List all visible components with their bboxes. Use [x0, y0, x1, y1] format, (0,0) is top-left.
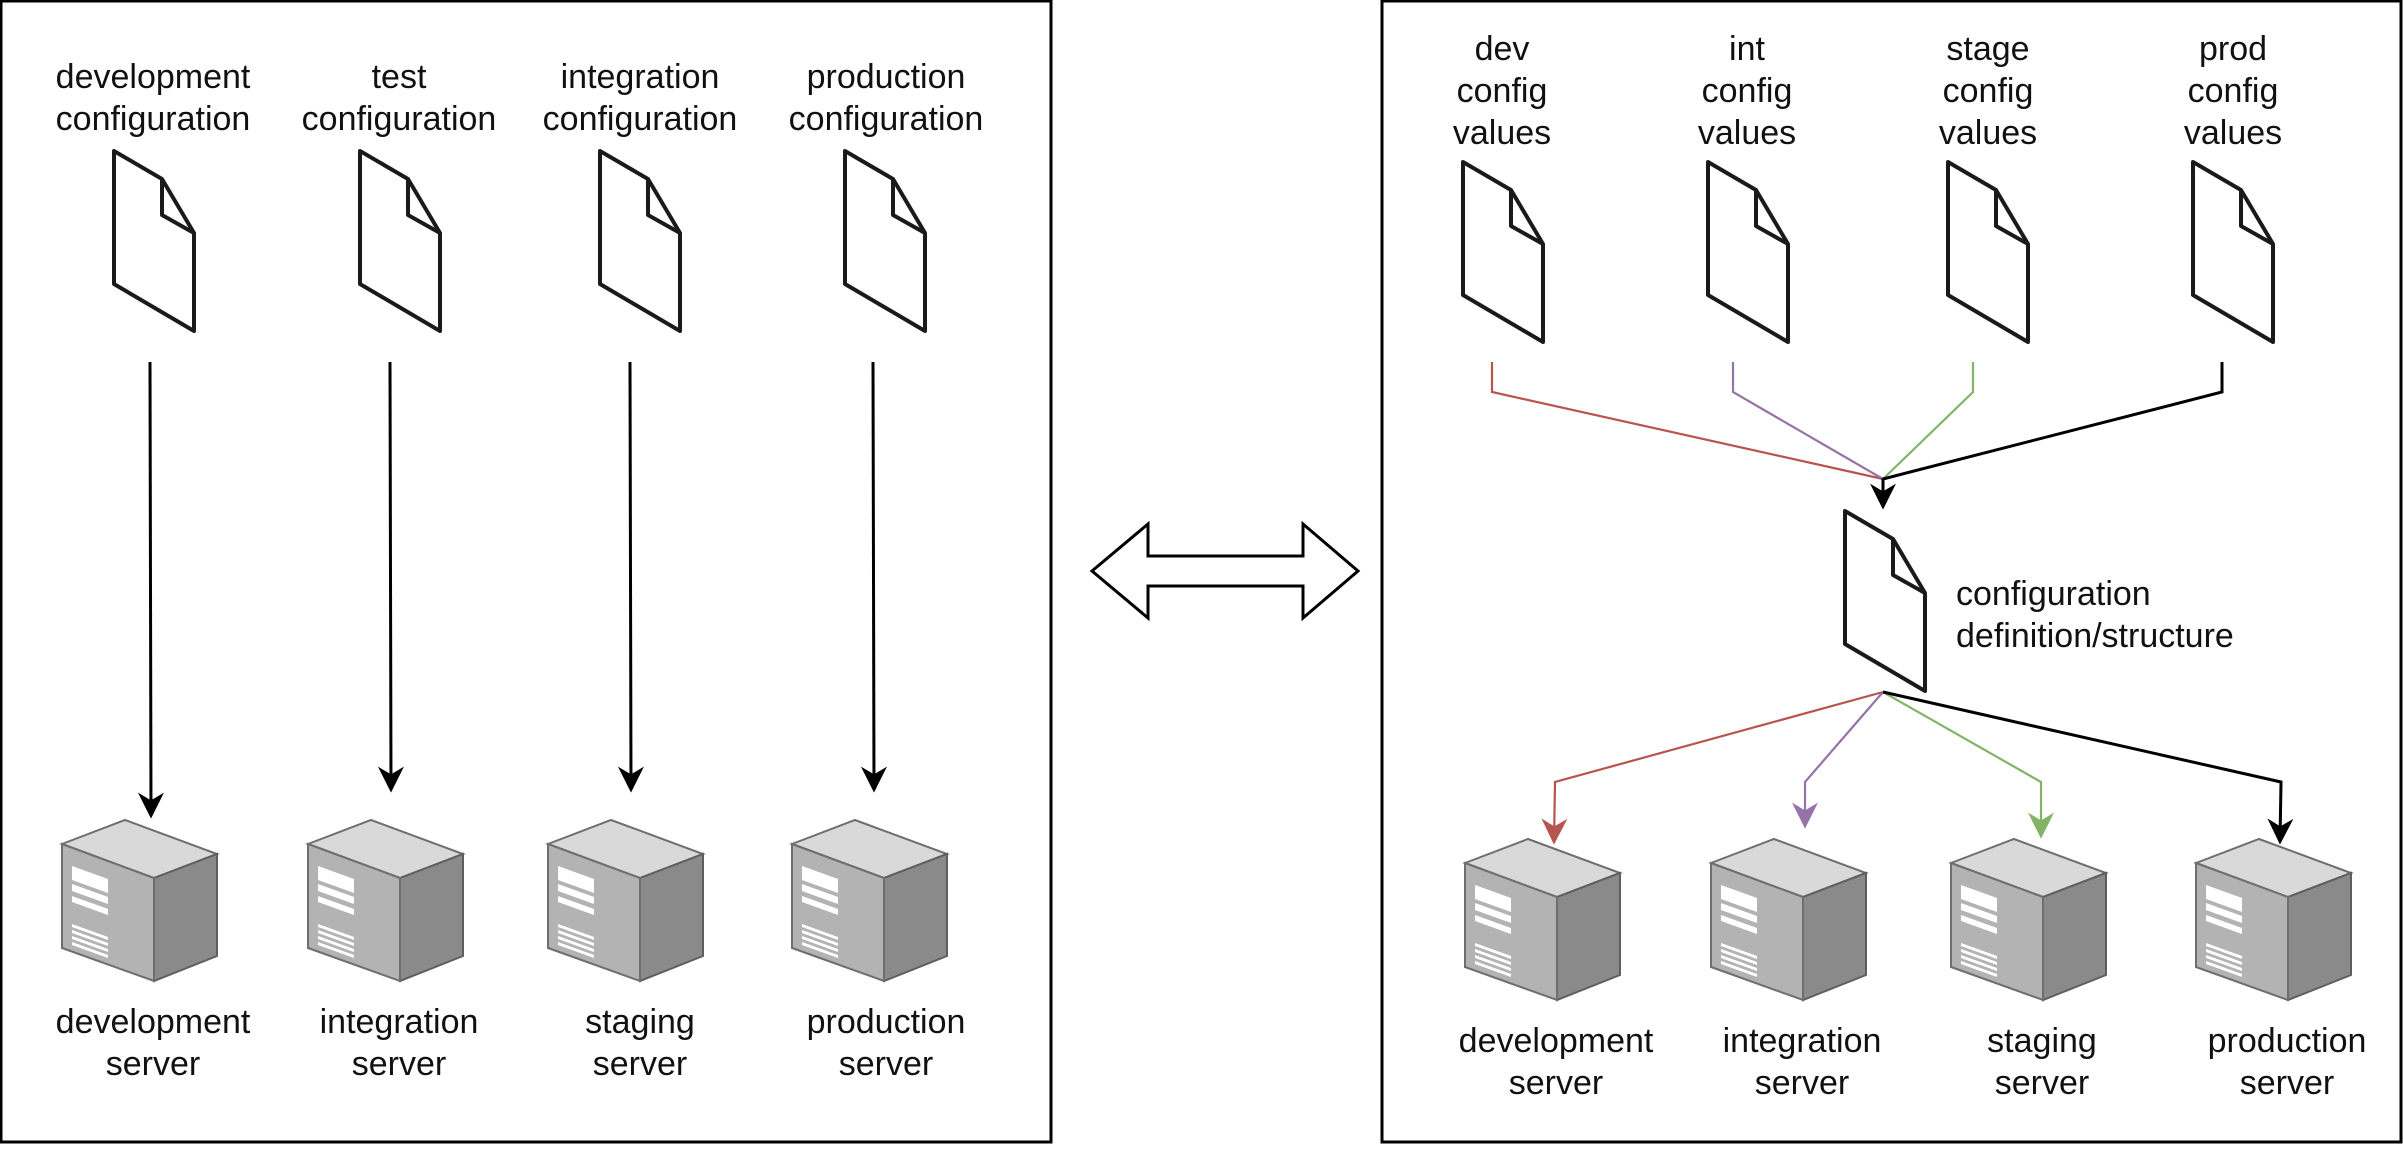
left-deploy-arrow	[137, 361, 164, 819]
left-server-label-production: production server	[806, 1003, 966, 1083]
left-deploy-arrow	[617, 361, 644, 793]
server-icon	[791, 819, 948, 982]
right-values-label-int: int config values	[1697, 30, 1797, 152]
document-icon	[1706, 160, 1790, 344]
right-server-label-development: development server	[1458, 1022, 1654, 1102]
value-merge-line	[1870, 362, 2224, 510]
right-values-label-stage: stage config values	[1938, 30, 2038, 152]
left-config-label-test: test configuration	[301, 58, 497, 138]
right-server-label-staging: staging server	[1987, 1022, 2097, 1102]
deploy-arrow	[1541, 690, 1884, 845]
server-icon	[61, 819, 218, 982]
right-panel	[1461, 160, 2352, 1001]
server-icon	[1950, 838, 2107, 1001]
left-panel-frame	[0, 0, 1053, 1144]
definition-label: configuration definition/structure	[1956, 575, 2234, 655]
left-config-label-production: production configuration	[788, 58, 984, 138]
document-icon	[1946, 160, 2030, 344]
server-icon	[307, 819, 464, 982]
left-config-label-integration: integration configuration	[542, 58, 738, 138]
document-icon	[843, 149, 927, 333]
left-server-label-integration: integration server	[319, 1003, 479, 1083]
right-panel-frame	[1380, 0, 2403, 1144]
right-server-label-production: production server	[2207, 1022, 2367, 1102]
right-server-label-integration: integration server	[1722, 1022, 1882, 1102]
deploy-arrow	[1882, 691, 2054, 839]
left-config-label-development: development configuration	[55, 58, 251, 138]
document-icon	[2191, 160, 2275, 344]
document-icon	[358, 149, 442, 333]
document-icon	[598, 149, 682, 333]
double-arrow-icon	[1089, 520, 1361, 622]
document-icon	[112, 149, 196, 333]
server-icon	[2195, 838, 2352, 1001]
server-icon	[1710, 838, 1867, 1001]
server-icon	[1464, 838, 1621, 1001]
right-values-label-prod: prod config values	[2183, 30, 2283, 152]
server-icon	[547, 819, 704, 982]
left-server-label-staging: staging server	[585, 1003, 695, 1083]
left-deploy-arrow	[377, 361, 404, 793]
left-deploy-arrow	[860, 361, 887, 793]
value-merge-line	[1490, 362, 1884, 481]
right-values-label-dev: dev config values	[1452, 30, 1552, 152]
document-icon	[1843, 509, 1927, 693]
deploy-arrow	[1792, 691, 1884, 829]
deploy-arrow	[1882, 690, 2294, 845]
document-icon	[1461, 160, 1545, 344]
value-merge-line	[1731, 362, 1884, 480]
left-panel	[61, 149, 948, 982]
left-server-label-development: development server	[55, 1003, 251, 1083]
value-merge-line	[1882, 362, 1975, 480]
